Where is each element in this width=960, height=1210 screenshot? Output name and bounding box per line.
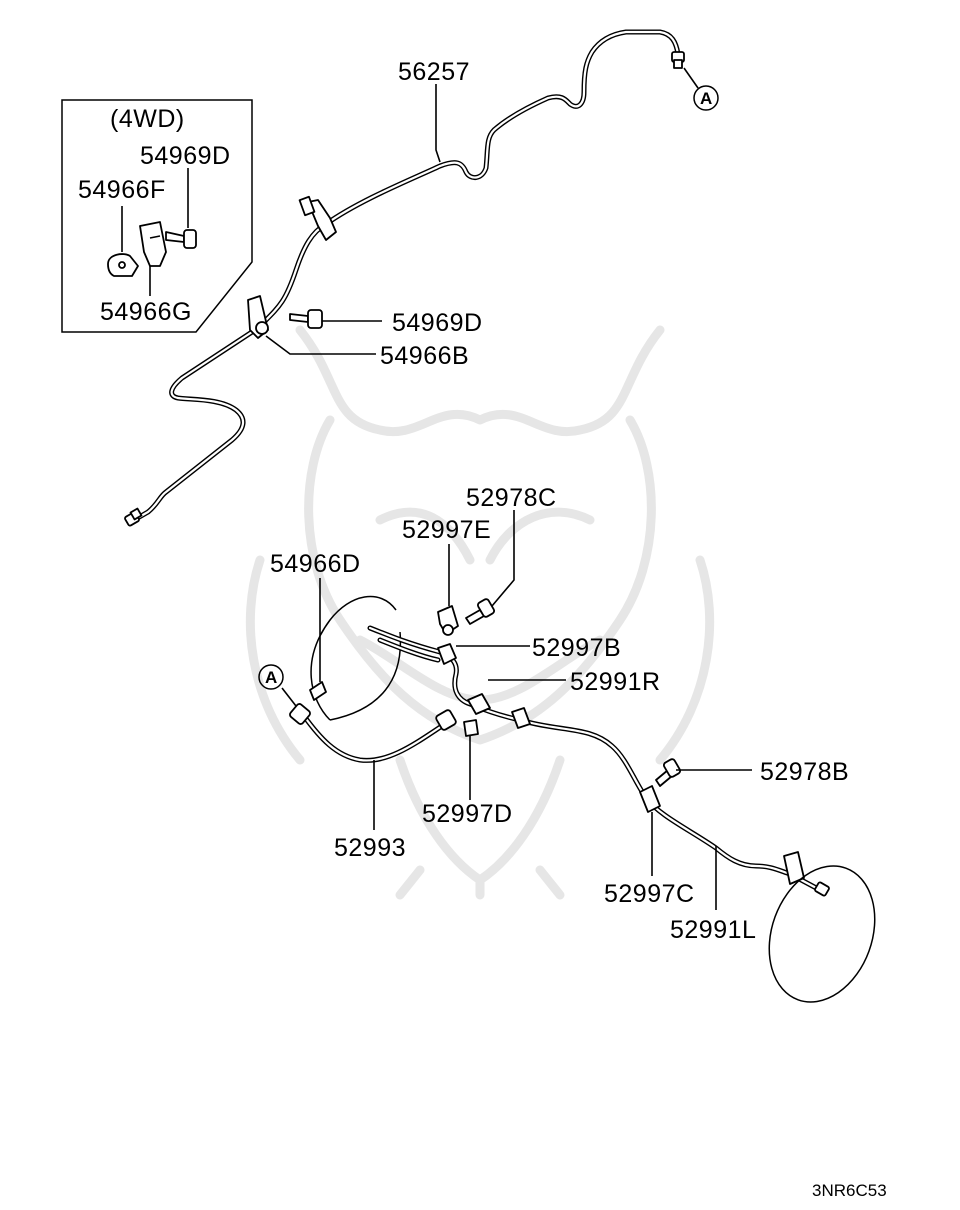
pipe-fitting-top-right (671, 51, 685, 69)
label-52991L: 52991L (670, 916, 756, 944)
bracket-52991L-end (783, 851, 830, 897)
label-52997B: 52997B (532, 634, 621, 662)
bolt-52978C (465, 598, 495, 625)
connector-mark-bottom: A (258, 664, 297, 707)
label-52997E: 52997E (402, 516, 491, 544)
inset-title: (4WD) (110, 105, 185, 133)
label-54966F: 54966F (78, 176, 166, 204)
bracket-54966B (247, 295, 269, 339)
label-54966D: 54966D (270, 550, 361, 578)
clamp-52997E (437, 605, 459, 636)
label-54966G: 54966G (100, 298, 192, 326)
clamp-52997C (639, 785, 661, 813)
pipe-clip-upper (298, 195, 337, 241)
brake-hose-52993 (289, 703, 457, 763)
guide-ellipse-right (768, 865, 876, 1003)
clamp-52991R-joint (467, 693, 531, 729)
connector-mark-top-letter: A (700, 89, 712, 108)
label-52997C: 52997C (604, 880, 695, 908)
brake-pipe-56257 (131, 29, 681, 523)
connector-mark-top: A (683, 67, 719, 111)
brake-pipe-52991R (367, 625, 823, 893)
label-52991R: 52991R (570, 668, 661, 696)
label-52978C: 52978C (466, 484, 557, 512)
label-54969D-inset: 54969D (140, 142, 231, 170)
clamp-52997B (437, 643, 457, 665)
bracket-54966D (309, 681, 327, 701)
inset-bolt-54969D (165, 229, 197, 249)
label-54966B: 54966B (380, 342, 469, 370)
leader-lines (121, 84, 752, 910)
inset-clip-54966F (107, 253, 139, 277)
diagram-code: 3NR6C53 (812, 1181, 887, 1200)
bolt-52978B (655, 758, 681, 787)
inset-4wd-box: (4WD) (61, 99, 253, 333)
clip-52997D (463, 719, 479, 737)
label-52997D: 52997D (422, 800, 513, 828)
label-56257: 56257 (398, 58, 470, 86)
label-52993: 52993 (334, 834, 406, 862)
label-52978B: 52978B (760, 758, 849, 786)
connector-mark-bottom-letter: A (265, 668, 277, 687)
pipe-fitting-rear-left (124, 507, 143, 527)
bolt-54969D (289, 309, 323, 329)
inset-bracket-54966G (139, 221, 167, 267)
label-54969D: 54969D (392, 309, 483, 337)
